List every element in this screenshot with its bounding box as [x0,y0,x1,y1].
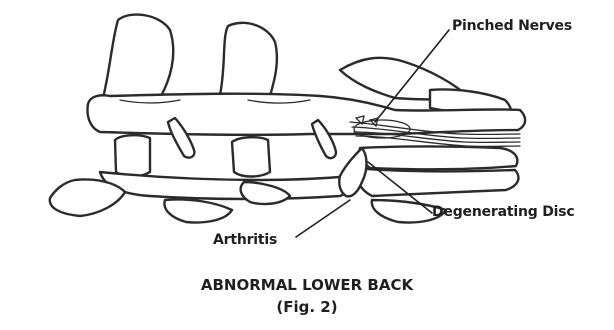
vertebral-body [359,147,517,170]
vertebral-body [232,137,270,176]
inferior-process [164,199,232,222]
caption-title: ABNORMAL LOWER BACK [0,276,614,294]
spinous-process [103,15,173,98]
label-pinched-nerves: Pinched Nerves [452,18,572,34]
vertebral-body [100,172,353,199]
label-degenerating-disc: Degenerating Disc [432,204,574,220]
leader-arthritis [296,200,350,237]
label-arthritis: Arthritis [213,232,277,248]
caption-figure: (Fig. 2) [0,298,614,316]
inferior-process [50,180,125,217]
vertebral-body [115,135,150,176]
spinous-process [220,23,277,96]
